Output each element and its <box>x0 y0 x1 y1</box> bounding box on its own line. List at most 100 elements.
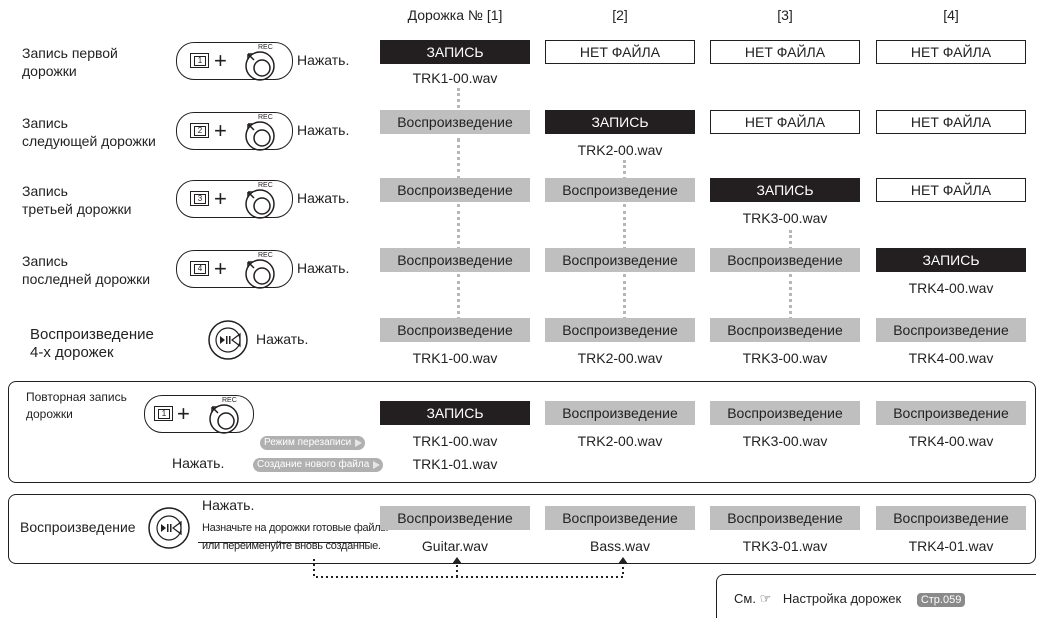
play-stop-button-icon[interactable] <box>206 318 250 362</box>
file-name: TRK1-00.wav <box>412 70 498 86</box>
file-name: TRK4-01.wav <box>908 538 994 554</box>
assign-connector <box>313 557 628 578</box>
flow-line <box>789 274 792 320</box>
track-key-icon[interactable]: 2 <box>190 123 209 138</box>
svg-text:REC: REC <box>222 397 237 404</box>
playback-section <box>8 494 1036 564</box>
playback-label: Воспроизведение <box>20 519 136 535</box>
pointing-hand-icon: ☞ <box>759 591 772 606</box>
rec-button-icon[interactable]: REC <box>198 393 250 435</box>
rerecord-key-rec-group: 1 + REC <box>144 393 259 437</box>
svg-text:REC: REC <box>258 252 273 259</box>
svg-text:REC: REC <box>258 182 273 189</box>
reference-line: См. ☞ Настройка дорожек Стр.059 <box>734 591 966 607</box>
svg-text:REC: REC <box>258 114 273 121</box>
column-header-2: [2] <box>612 7 628 23</box>
rec-button-icon[interactable]: REC <box>234 248 286 290</box>
status-cell: ЗАПИСЬ <box>710 178 860 202</box>
status-cell: НЕТ ФАЙЛА <box>876 110 1026 134</box>
file-name: TRK4-00.wav <box>908 280 994 296</box>
status-cell: Воспроизведение <box>710 318 860 342</box>
status-cell: Воспроизведение <box>380 248 530 272</box>
file-name: TRK2-00.wav <box>577 350 663 366</box>
status-cell: Воспроизведение <box>545 318 695 342</box>
plus-sign: + <box>214 118 227 143</box>
page-badge[interactable]: Стр.059 <box>916 593 966 607</box>
file-name: TRK2-00.wav <box>577 142 663 158</box>
file-name: Guitar.wav <box>421 538 489 554</box>
column-header-4: [4] <box>943 7 959 23</box>
status-cell: ЗАПИСЬ <box>380 401 530 425</box>
play-group: Нажать. <box>206 318 356 362</box>
status-cell: НЕТ ФАЙЛА <box>545 40 695 64</box>
status-cell: НЕТ ФАЙЛА <box>710 110 860 134</box>
column-header-1: Дорожка № [1] <box>407 7 503 23</box>
status-cell: Воспроизведение <box>545 248 695 272</box>
status-cell: ЗАПИСЬ <box>876 248 1026 272</box>
file-name: TRK1-00.wav <box>412 350 498 366</box>
status-cell: Воспроизведение <box>876 401 1026 425</box>
see-label: См. <box>734 591 756 606</box>
file-name: Bass.wav <box>590 538 650 554</box>
flow-line <box>457 274 460 320</box>
new-file-tag: Создание нового файла <box>253 458 384 472</box>
press-label: Нажать. <box>172 455 225 471</box>
status-cell: Воспроизведение <box>545 401 695 425</box>
file-name: TRK4-00.wav <box>908 350 994 366</box>
status-cell: НЕТ ФАЙЛА <box>876 178 1026 202</box>
button-frame <box>176 180 293 218</box>
plus-sign: + <box>214 48 227 73</box>
press-label: Нажать. <box>297 122 350 138</box>
reference-link[interactable]: Настройка дорожек <box>782 591 902 606</box>
track-key-icon[interactable]: 4 <box>190 261 209 276</box>
key-rec-group-1: 1 + REC Нажать. <box>176 40 366 84</box>
status-cell: Воспроизведение <box>380 178 530 202</box>
track-key-icon[interactable]: 3 <box>190 191 209 206</box>
plus-sign: + <box>214 256 227 281</box>
status-cell: Воспроизведение <box>545 178 695 202</box>
status-cell: Воспроизведение <box>710 248 860 272</box>
rerecord-section <box>8 381 1036 483</box>
status-cell: НЕТ ФАЙЛА <box>876 40 1026 64</box>
track-key-icon[interactable]: 1 <box>154 406 173 421</box>
press-label: Нажать. <box>297 52 350 68</box>
file-name: TRK3-00.wav <box>742 350 828 366</box>
button-frame <box>176 42 293 80</box>
row-label-5: Воспроизведение 4-х дорожек <box>30 326 154 361</box>
flow-line <box>457 88 460 114</box>
status-cell: НЕТ ФАЙЛА <box>710 40 860 64</box>
file-name: TRK3-00.wav <box>742 433 828 449</box>
status-cell: Воспроизведение <box>710 506 860 530</box>
plus-sign: + <box>177 401 190 426</box>
file-name: TRK2-00.wav <box>577 433 663 449</box>
rec-button-icon[interactable]: REC <box>234 178 286 220</box>
note-underline <box>198 542 370 543</box>
status-cell: Воспроизведение <box>710 401 860 425</box>
press-label: Нажать. <box>256 331 309 347</box>
file-name: TRK3-00.wav <box>742 210 828 226</box>
file-name: TRK1-00.wav <box>412 433 498 449</box>
track-key-icon[interactable]: 1 <box>190 53 209 68</box>
status-cell: ЗАПИСЬ <box>380 40 530 64</box>
flow-line <box>623 160 626 180</box>
status-cell: Воспроизведение <box>380 110 530 134</box>
column-header-3: [3] <box>777 7 793 23</box>
key-rec-group-2: 2 + REC Нажать. <box>176 110 366 154</box>
rec-button-icon[interactable]: REC <box>234 110 286 152</box>
rec-button-icon[interactable]: REC <box>234 40 286 82</box>
play-stop-button-icon[interactable] <box>145 505 193 551</box>
arrow-right-icon <box>355 439 363 447</box>
flow-line <box>623 204 626 250</box>
status-cell: Воспроизведение <box>876 318 1026 342</box>
plus-sign: + <box>214 186 227 211</box>
status-cell: Воспроизведение <box>380 506 530 530</box>
reference-box <box>716 574 1036 618</box>
flow-line <box>457 204 460 250</box>
status-cell: Воспроизведение <box>380 318 530 342</box>
status-cell: Воспроизведение <box>876 506 1026 530</box>
